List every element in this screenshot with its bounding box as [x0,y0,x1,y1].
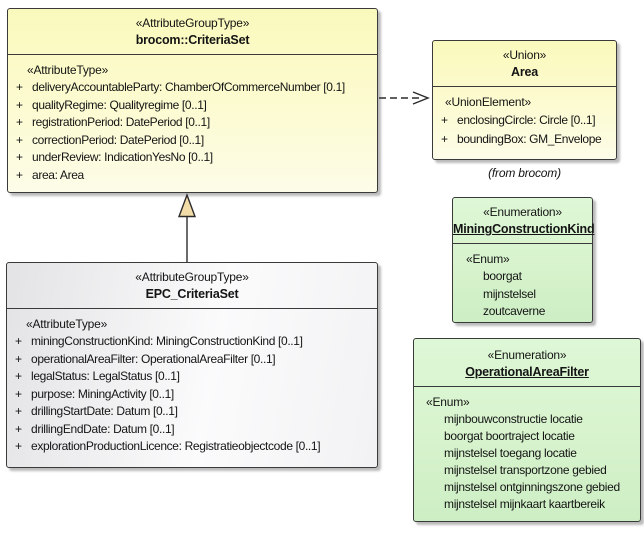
visibility-plus: + [16,80,23,94]
attribute-row: + legalStatus: LegalStatus [0..1] [7,368,377,386]
class-name: OperationalAreaFilter [465,365,589,379]
visibility-plus: + [441,131,448,146]
attribute-row: + qualityRegime: Qualityregime [0..1] [8,97,377,115]
class-name: MiningConstructionKind [453,222,595,236]
attribute-text: drillingEndDate: Datum [0..1] [31,421,175,436]
class-header: «Enumeration» OperationalAreaFilter [414,339,640,387]
generalization-arrow[interactable] [177,192,197,262]
visibility-plus: + [15,351,22,366]
class-stereotype: «AttributeGroupType» [135,270,249,284]
attribute-row: + deliveryAccountableParty: ChamberOfCom… [8,79,377,97]
visibility-plus: + [16,115,23,129]
uml-class-area[interactable]: «Union» Area «UnionElement» + enclosingC… [432,40,617,160]
section-label: «Enum» [466,252,510,266]
class-header: «Union» Area [433,41,616,87]
class-attribute-compartment: «UnionElement» + enclosingCircle: Circle… [433,87,616,148]
class-stereotype: «AttributeGroupType» [135,16,250,30]
dependency-arrow[interactable] [379,91,430,105]
attribute-text: purpose: MiningActivity [0..1] [31,386,174,401]
attribute-row: + registrationPeriod: DatePeriod [0..1] [8,114,377,132]
visibility-plus: + [15,439,22,453]
visibility-plus: + [16,97,23,112]
attribute-row: + purpose: MiningActivity [0..1] [7,386,377,404]
enum-value: mijnstelsel [483,286,536,301]
enum-value: mijnstelsel transportzone gebied [444,463,607,477]
attribute-text: qualityRegime: Qualityregime [0..1] [32,97,207,112]
enum-compartment: «Enum» mijnbouwconstructie locatie boorg… [414,387,640,513]
attribute-text: underReview: IndicationYesNo [0..1] [32,150,213,164]
class-header: «AttributeGroupType» EPC_CriteriaSet [7,263,377,309]
attribute-text: registrationPeriod: DatePeriod [0..1] [32,115,210,129]
class-stereotype: «Enumeration» [487,348,567,362]
visibility-plus: + [15,369,22,383]
class-header: «AttributeGroupType» brocom::CriteriaSet [8,9,377,55]
uml-class-epc-criteriaset[interactable]: «AttributeGroupType» EPC_CriteriaSet «At… [6,262,378,468]
uml-enum-mining-construction-kind[interactable]: «Enumeration» MiningConstructionKind «En… [452,197,595,323]
enum-value: mijnstelsel mijnkaart kaartbereik [444,497,605,511]
attribute-text: enclosingCircle: Circle [0..1] [457,113,596,127]
attribute-row: + area: Area [8,167,377,185]
attribute-text: area: Area [32,167,84,182]
attribute-row: + operationalAreaFilter: OperationalArea… [7,351,377,369]
enum-value: mijnbouwconstructie locatie [444,412,583,426]
visibility-plus: + [15,334,22,348]
attribute-text: legalStatus: LegalStatus [0..1] [31,369,180,383]
class-stereotype: «Enumeration» [483,205,562,219]
uml-class-criteriaset[interactable]: «AttributeGroupType» brocom::CriteriaSet… [7,8,378,193]
enum-compartment: «Enum» boorgat mijnstelsel zoutcaverne [453,244,592,321]
attribute-text: operationalAreaFilter: OperationalAreaFi… [31,351,276,366]
class-name: brocom::CriteriaSet [135,33,250,47]
visibility-plus: + [16,132,23,147]
attribute-text: miningConstructionKind: MiningConstructi… [31,334,303,348]
visibility-plus: + [441,113,448,127]
annotation-from-brocom: (from brocom) [488,166,561,180]
attribute-row: + boundingBox: GM_Envelope [433,130,616,149]
attribute-row: + explorationProductionLicence: Registra… [7,438,377,456]
attribute-text: drillingStartDate: Datum [0..1] [31,404,178,418]
attribute-row: + drillingEndDate: Datum [0..1] [7,421,377,439]
visibility-plus: + [15,421,22,436]
section-label: «UnionElement» [445,95,531,109]
class-attribute-compartment: «AttributeType» + deliveryAccountablePar… [8,55,377,184]
attribute-text: explorationProductionLicence: Registrati… [31,439,321,453]
visibility-plus: + [15,404,22,418]
section-label: «AttributeType» [27,63,109,77]
class-attribute-compartment: «AttributeType» + miningConstructionKind… [7,309,377,456]
attribute-text: correctionPeriod: DatePeriod [0..1] [32,132,204,147]
enum-value: mijnstelsel toegang locatie [444,446,577,460]
visibility-plus: + [16,167,23,182]
enum-value: boorgat boortraject locatie [444,429,575,443]
attribute-text: boundingBox: GM_Envelope [457,131,602,146]
section-label: «AttributeType» [26,317,108,331]
enum-value: zoutcaverne [483,304,546,318]
attribute-text: deliveryAccountableParty: ChamberOfComme… [32,80,345,94]
attribute-row: + drillingStartDate: Datum [0..1] [7,403,377,421]
class-name: Area [511,65,538,79]
class-header: «Enumeration» MiningConstructionKind [453,198,595,244]
enum-value: mijnstelsel ontginningszone gebied [444,480,620,494]
attribute-row: + underReview: IndicationYesNo [0..1] [8,149,377,167]
class-name: EPC_CriteriaSet [145,287,239,301]
attribute-row: + correctionPeriod: DatePeriod [0..1] [8,132,377,150]
visibility-plus: + [15,386,22,401]
enum-value: boorgat [483,269,522,283]
class-stereotype: «Union» [502,48,547,62]
visibility-plus: + [16,150,23,164]
section-label: «Enum» [426,395,470,409]
uml-enum-operational-area-filter[interactable]: «Enumeration» OperationalAreaFilter «Enu… [413,338,641,522]
attribute-row: + enclosingCircle: Circle [0..1] [433,111,616,130]
attribute-row: + miningConstructionKind: MiningConstruc… [7,333,377,351]
